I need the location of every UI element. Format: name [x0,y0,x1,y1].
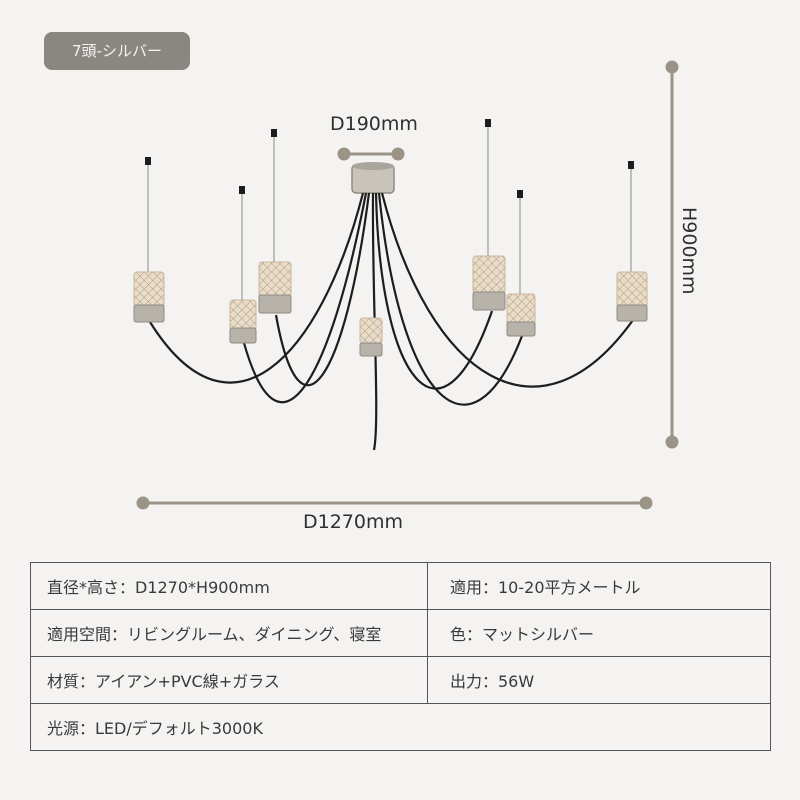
chandelier-illustration [133,60,679,510]
pendant-2 [229,299,257,344]
spec-space: 適用空間：リビングルーム、ダイニング、寝室 [30,609,428,657]
bottom-dim-dot-right [639,496,653,510]
pendant-lights [133,255,648,357]
spec-area: 適用：10-20平方メートル [427,562,771,610]
top-dim-dot-right [391,147,405,161]
right-dim-dot-top [665,60,679,74]
pendant-3 [258,261,292,314]
pendant-1 [133,271,165,323]
canopy-diameter-label: D190mm [330,113,418,135]
top-dim-dot-left [337,147,351,161]
spec-size: 直径*高さ：D1270*H900mm [30,562,428,610]
spec-power: 出力：56W [427,656,771,704]
fixture-height-label: H900mm [678,207,700,295]
spec-material: 材質：アイアン+PVC線+ガラス [30,656,428,704]
pendant-7 [616,271,648,322]
spec-color: 色：マットシルバー [427,609,771,657]
wire-anchors [145,119,634,198]
bottom-dim-dot-left [136,496,150,510]
power-cables [149,192,634,451]
spec-row: 適用空間：リビングルーム、ダイニング、寝室 色：マットシルバー [30,609,771,657]
variant-tag: 7頭-シルバー [44,32,190,70]
right-dim-dot-bottom [665,435,679,449]
spec-light: 光源：LED/デフォルト3000K [30,703,771,751]
dimension-lines [136,60,679,510]
spec-row: 直径*高さ：D1270*H900mm 適用：10-20平方メートル [30,562,771,610]
suspension-wires [147,125,632,300]
ceiling-canopy [351,162,395,194]
spec-row: 光源：LED/デフォルト3000K [30,703,771,751]
fixture-diameter-label: D1270mm [303,511,404,533]
pendant-4 [359,317,383,357]
spec-row: 材質：アイアン+PVC線+ガラス 出力：56W [30,656,771,704]
pendant-6 [506,293,536,337]
pendant-5 [472,255,506,311]
spec-table: 直径*高さ：D1270*H900mm 適用：10-20平方メートル 適用空間：リ… [30,562,771,751]
